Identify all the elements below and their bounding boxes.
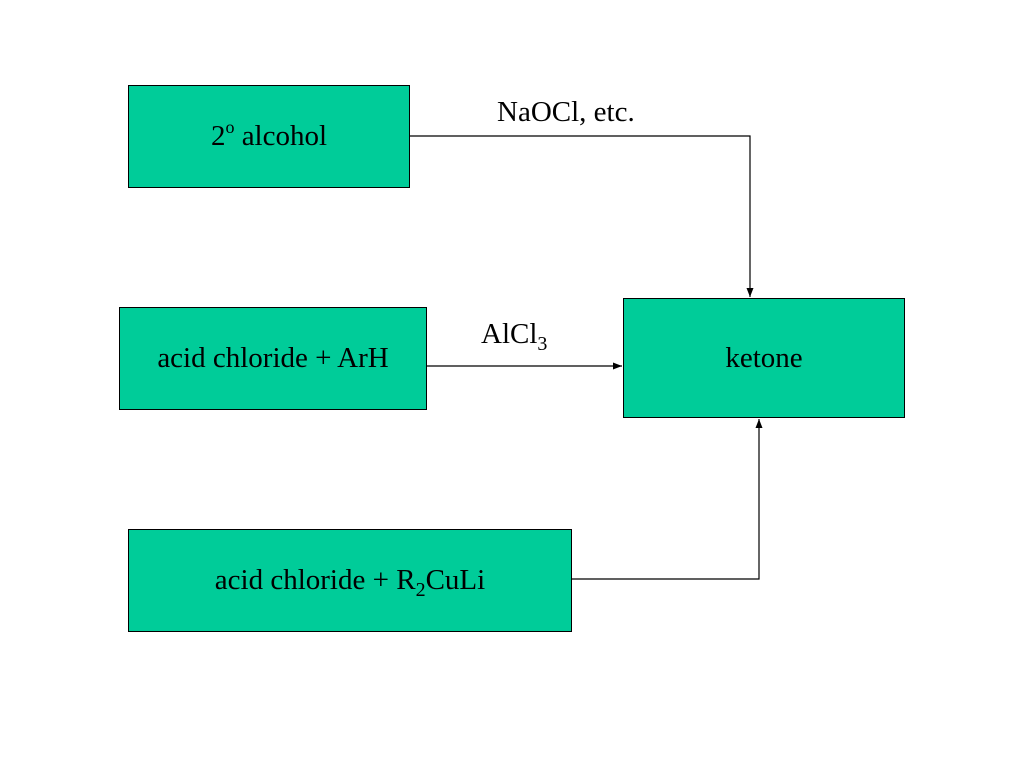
acid-chloride-arh-box: acid chloride + ArH: [119, 307, 427, 410]
ketone-label: ketone: [725, 341, 803, 374]
arrow-alcohol-to-ketone: [410, 135, 754, 297]
acid-chloride-cuprate-box: acid chloride + R2CuLi: [128, 529, 572, 632]
ketone-box: ketone: [623, 298, 905, 418]
secondary-alcohol-label: 2o alcohol: [210, 117, 328, 152]
reagent-alcl3-label: AlCl3: [481, 318, 548, 355]
secondary-alcohol-box: 2o alcohol: [128, 85, 410, 188]
acid-chloride-arh-label: acid chloride + ArH: [157, 342, 389, 374]
arrow-cuprate-to-ketone: [572, 419, 763, 580]
reagent-naocl-label: NaOCl, etc.: [497, 96, 635, 128]
acid-chloride-cuprate-label: acid chloride + R2CuLi: [214, 564, 486, 601]
